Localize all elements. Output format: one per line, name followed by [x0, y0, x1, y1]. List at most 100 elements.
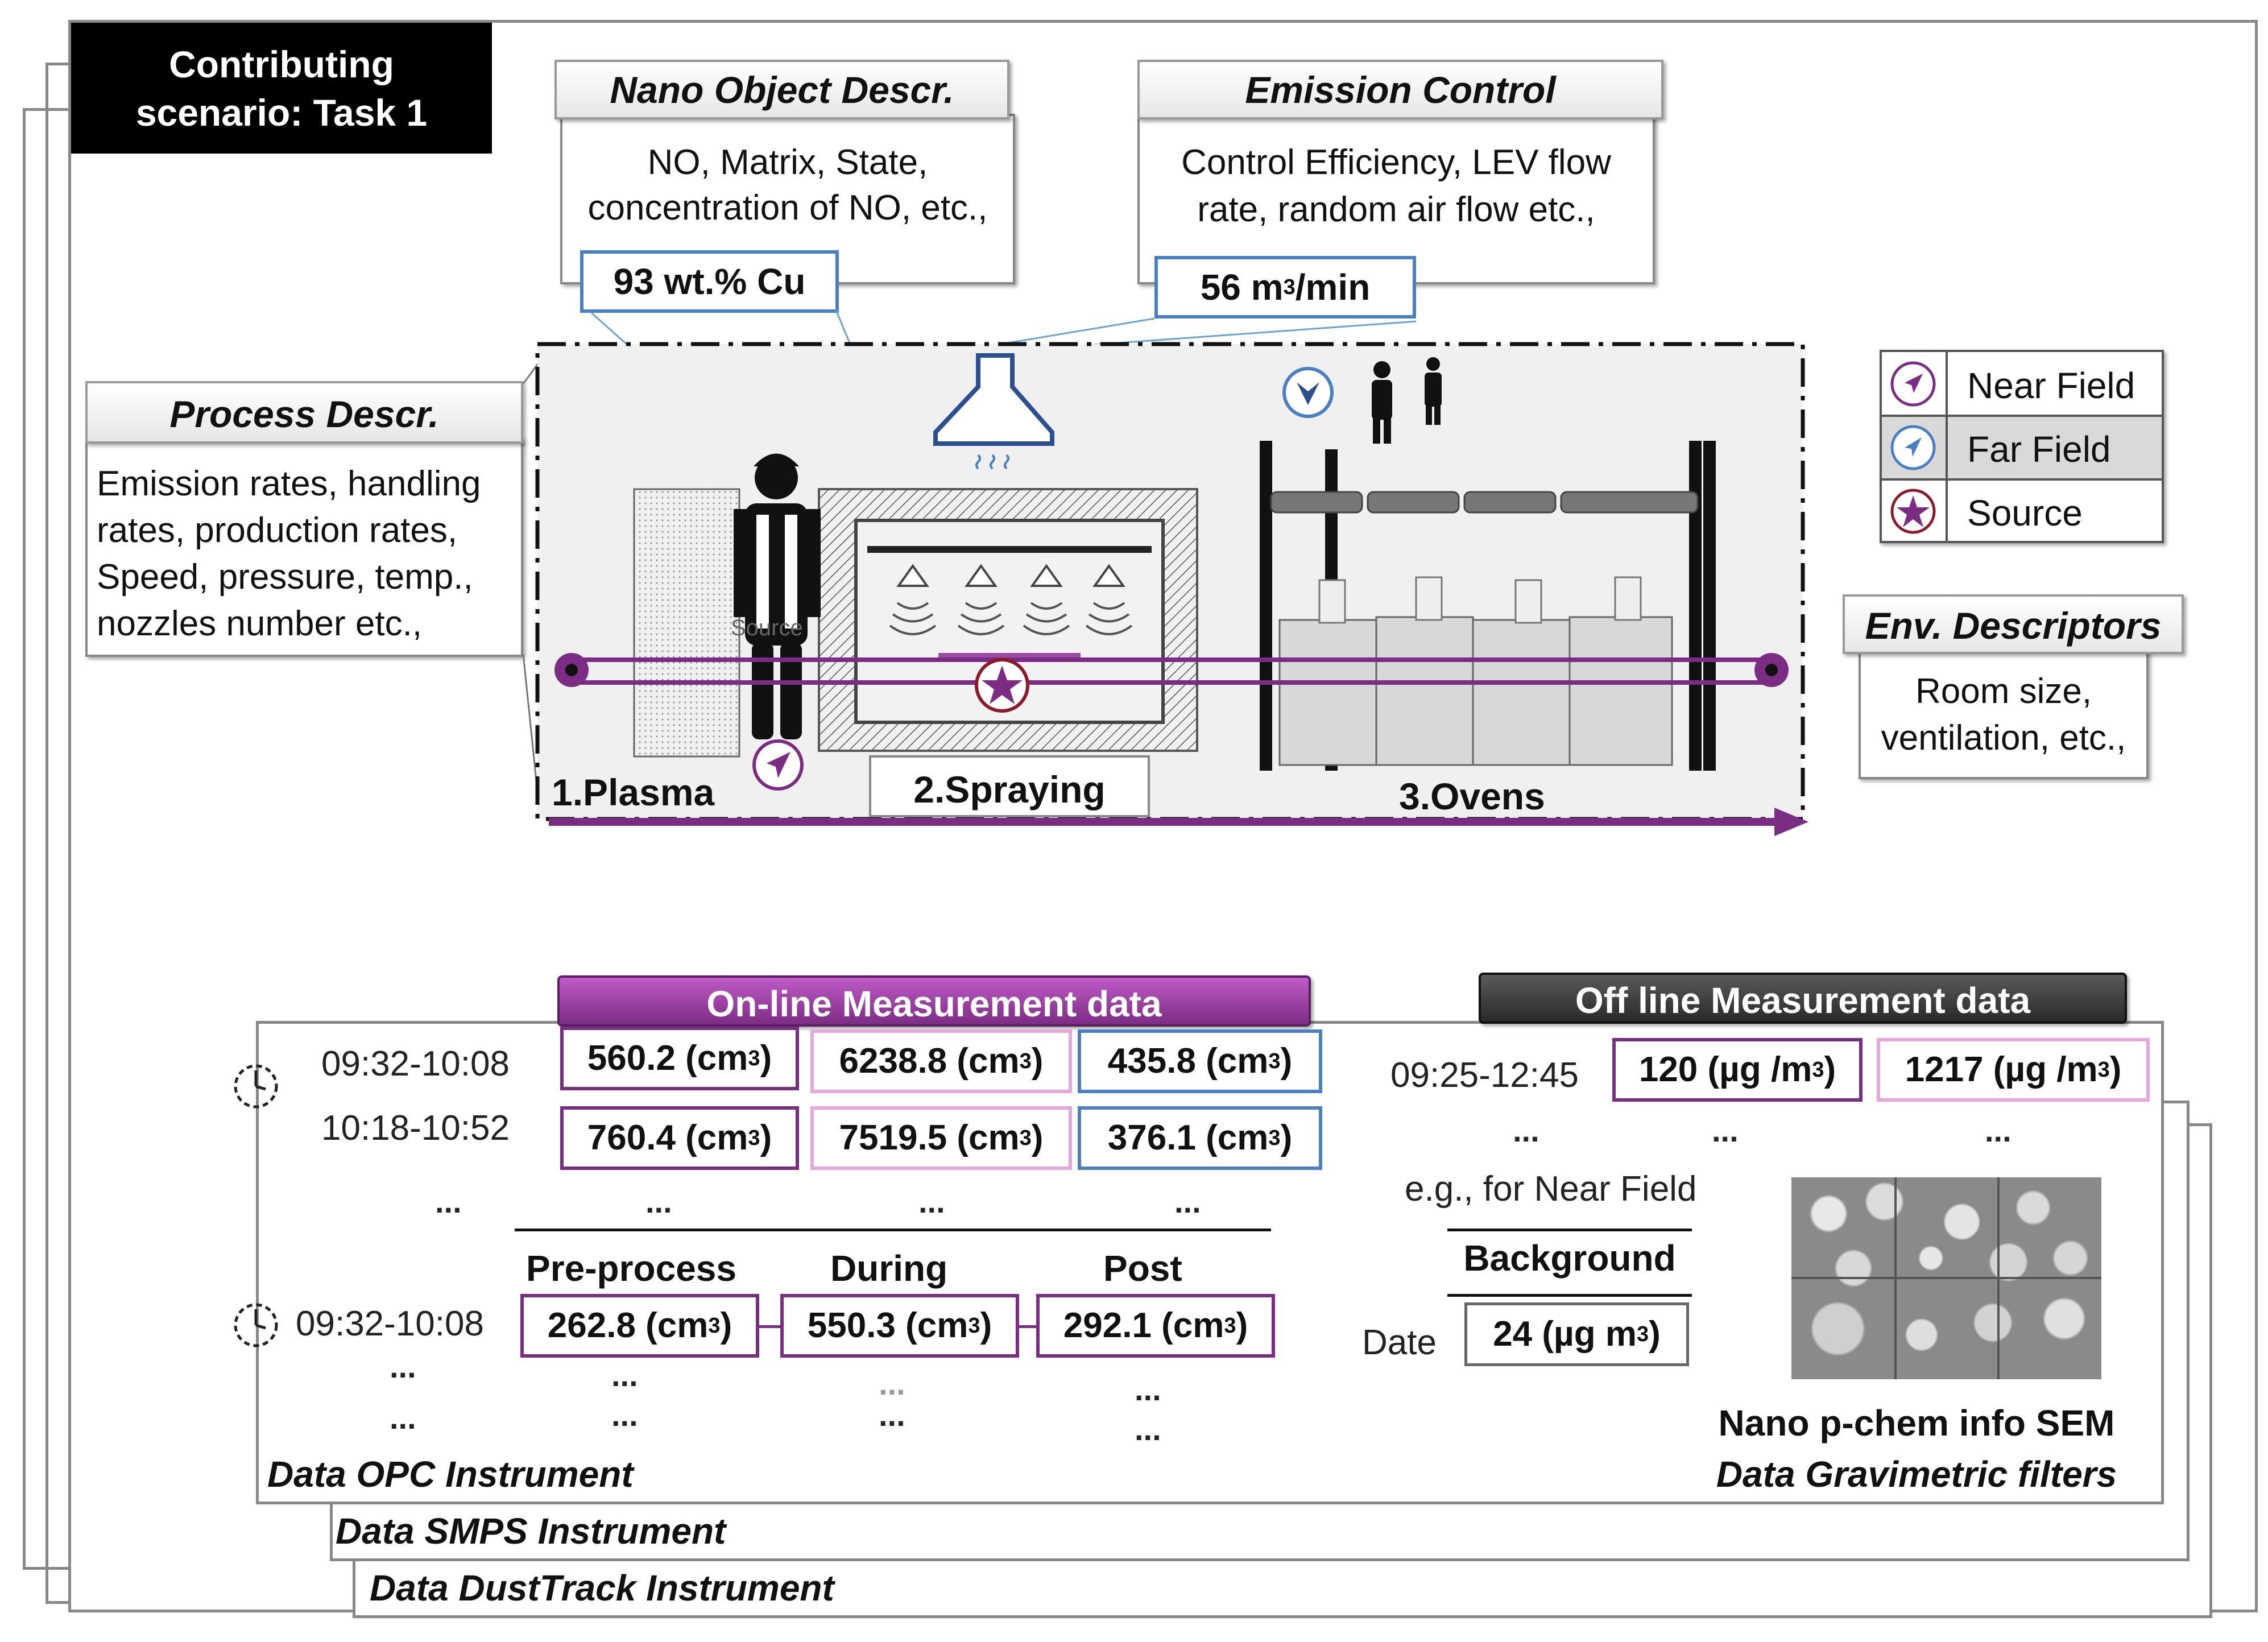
online-ellipsis-col1: ...	[645, 1184, 672, 1219]
online-row1-time: 09:32-10:08	[321, 1044, 510, 1083]
online-close: )	[760, 1118, 772, 1157]
legend-divider-1	[1882, 415, 2162, 417]
offline-header: Off line Measurement data	[1575, 980, 2031, 1021]
offline-close: )	[2109, 1050, 2122, 1089]
process-line4: nozzles number etc.,	[97, 604, 423, 643]
online-close: )	[1280, 1041, 1293, 1081]
online-sup: 3	[1019, 1049, 1032, 1073]
process-line1: Emission rates, handling	[97, 464, 481, 503]
process-line3: Speed, pressure, temp.,	[97, 557, 473, 597]
emission-control-header-box	[1137, 60, 1663, 119]
opc-instrument-label: Data OPC Instrument	[267, 1454, 634, 1495]
phase-value-during-text: 550.3 (cm	[807, 1306, 969, 1345]
stage-plasma-label: 1.Plasma	[552, 771, 715, 813]
online-row1-value1-text: 560.2 (cm	[587, 1039, 748, 1078]
clock-icon	[234, 1064, 278, 1109]
nano-object-line1: NO, Matrix, State,	[647, 143, 928, 182]
offline-header-box	[1479, 973, 2127, 1024]
offline-ellipsis-col2: ...	[1985, 1112, 2012, 1148]
offline-value1-text: 120 (µg /m	[1638, 1050, 1812, 1089]
legend-divider-2	[1882, 478, 2162, 481]
offline-sup: 3	[2097, 1058, 2110, 1082]
online-row2-time: 10:18-10:52	[321, 1109, 510, 1148]
legend-far-label: Far Field	[1967, 429, 2111, 470]
smps-instrument-label: Data SMPS Instrument	[336, 1511, 726, 1552]
legend-icon-column	[1946, 352, 1948, 541]
phase-header-post: Post	[1103, 1248, 1182, 1289]
near-field-icon	[1890, 361, 1936, 407]
process-line2: rates, production rates,	[97, 511, 458, 550]
online-sup: 3	[1268, 1049, 1281, 1073]
offline-value2-text: 1217 (µg /m	[1905, 1050, 2098, 1089]
env-header-box	[1843, 594, 2184, 654]
online-sup: 3	[1268, 1126, 1281, 1150]
nano-object-line2: concentration of NO, etc.,	[587, 188, 988, 228]
emission-value-prefix: 56 m	[1200, 267, 1284, 308]
legend-near-label: Near Field	[1967, 365, 2135, 406]
background-rule-bottom	[1447, 1294, 1692, 1297]
process-scene	[522, 309, 1808, 836]
scenario-title-line1: Contributing	[169, 43, 394, 85]
dusttrack-instrument-label: Data DustTrack Instrument	[370, 1567, 834, 1608]
phase-value-post-text: 292.1 (cm	[1063, 1306, 1224, 1345]
online-sup: 3	[1224, 1314, 1236, 1338]
phase-ellipsis-pre-1: ...	[611, 1357, 638, 1393]
phase-ellipsis-time-1: ...	[390, 1349, 416, 1384]
online-sup: 3	[708, 1314, 721, 1338]
online-ellipsis-col3: ...	[1174, 1184, 1201, 1219]
nano-object-value: 93 wt.% Cu	[580, 250, 839, 313]
scenario-title-box	[71, 23, 492, 154]
date-value-sup: 3	[1637, 1322, 1649, 1346]
phase-header-pre: Pre-process	[526, 1248, 736, 1289]
online-sup: 3	[748, 1047, 760, 1070]
scenario-title-line2: scenario: Task 1	[135, 92, 428, 134]
env-line2: ventilation, etc.,	[1881, 718, 2126, 758]
gravimetric-label: Data Gravimetric filters	[1716, 1454, 2117, 1495]
process-header: Process Descr.	[169, 393, 439, 435]
offline-sup: 3	[1812, 1058, 1824, 1082]
sem-title: Nano p-chem info SEM	[1718, 1403, 2115, 1444]
online-sup: 3	[748, 1126, 760, 1150]
background-rule-top	[1447, 1229, 1692, 1231]
phase-clock-icon	[234, 1303, 278, 1347]
online-row1-value3-text: 435.8 (cm	[1107, 1041, 1269, 1081]
online-row2-value3-text: 376.1 (cm	[1107, 1118, 1269, 1157]
phase-divider	[515, 1229, 1271, 1231]
phase-ellipsis-time-2: ...	[390, 1400, 416, 1436]
phase-ellipsis-during-1: ...	[879, 1366, 905, 1401]
phase-ellipsis-pre-2: ...	[611, 1397, 638, 1433]
online-close: )	[720, 1306, 732, 1345]
online-row2-value2-text: 7519.5 (cm	[839, 1118, 1020, 1157]
emission-value-suffix: /min	[1295, 267, 1371, 308]
process-panel	[85, 438, 523, 657]
stage-ovens-label: 3.Ovens	[1399, 775, 1545, 817]
online-row1-value2-text: 6238.8 (cm	[839, 1041, 1020, 1081]
online-header-box	[557, 975, 1311, 1027]
env-header: Env. Descriptors	[1865, 605, 2162, 647]
emission-control-line1: Control Efficiency, LEV flow	[1181, 143, 1611, 182]
env-line1: Room size,	[1915, 672, 2092, 711]
online-close: )	[980, 1306, 992, 1345]
nano-object-header-box	[554, 60, 1009, 119]
online-close: )	[760, 1039, 772, 1078]
offline-ellipsis-time: ...	[1513, 1112, 1539, 1148]
emission-control-line2: rate, random air flow etc.,	[1197, 190, 1595, 229]
stage-spraying-label: 2.Spraying	[913, 768, 1106, 810]
sem-grid-h	[1791, 1277, 2101, 1279]
emission-control-header: Emission Control	[1245, 69, 1556, 111]
far-field-icon	[1890, 425, 1936, 470]
emission-value-sup: 3	[1283, 275, 1296, 299]
date-label: Date	[1362, 1323, 1437, 1362]
phase-value-pre-text: 262.8 (cm	[547, 1306, 709, 1345]
